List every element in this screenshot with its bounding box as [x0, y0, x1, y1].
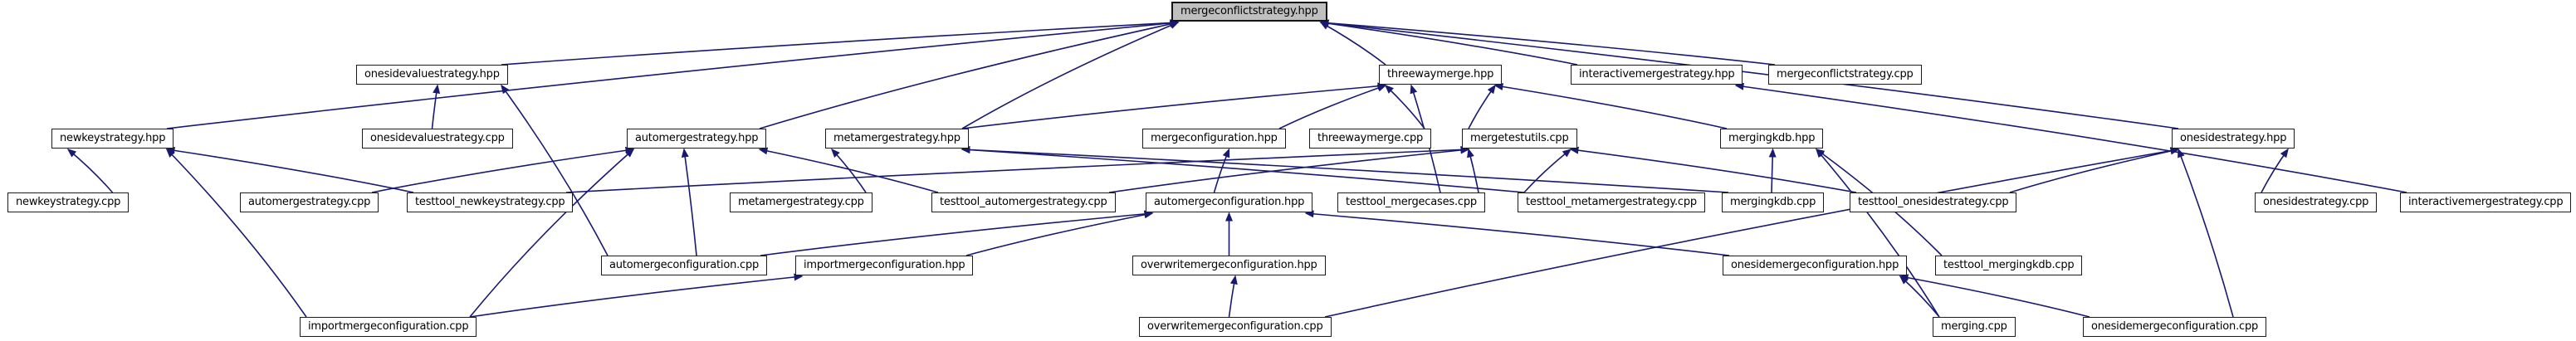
edge-threewaymerge_cpp-to-threewaymerge_hpp: [1384, 84, 1425, 129]
graph-node-merging_cpp[interactable]: merging.cpp: [1933, 317, 2016, 337]
graph-node-interactivemergestrategy_hpp[interactable]: interactivemergestrategy.hpp: [1571, 65, 1743, 85]
graph-node-overwritemergeconfiguration_hpp[interactable]: overwritemergeconfiguration.hpp: [1132, 256, 1326, 275]
graph-node-onesidemergeconfiguration_cpp[interactable]: onesidemergeconfiguration.cpp: [2083, 317, 2267, 337]
edge-onesidemergeconfiguration_hpp-to-automergeconfiguration_hpp: [1304, 210, 1730, 256]
edge-testtool_onesidestrategy_cpp-to-mergetestutils_cpp: [1569, 146, 1857, 193]
edge-overwritemergeconfiguration_cpp-to-onesidestrategy_hpp: [1324, 147, 2180, 318]
graph-node-automergestrategy_cpp[interactable]: automergestrategy.cpp: [240, 192, 379, 212]
edge-newkeystrategy_hpp-to-mergeconflictstrategy_hpp: [166, 19, 1180, 129]
graph-node-onesidemergeconfiguration_hpp[interactable]: onesidemergeconfiguration.hpp: [1723, 256, 1908, 275]
graph-node-onesidestrategy_hpp[interactable]: onesidestrategy.hpp: [2172, 129, 2295, 149]
graph-node-testtool_mergingkdb_cpp[interactable]: testtool_mergingkdb.cpp: [1935, 256, 2083, 275]
edge-mergeconflictstrategy_cpp-to-mergeconflictstrategy_hpp: [1319, 19, 1776, 66]
edge-onesidevaluestrategy_cpp-to-onesidevaluestrategy_hpp: [431, 84, 441, 129]
edge-mergingkdb_cpp-to-metamergestrategy_hpp: [961, 145, 1729, 193]
graph-node-automergeconfiguration_hpp[interactable]: automergeconfiguration.hpp: [1146, 192, 1313, 212]
edge-automergeconfiguration_hpp-to-mergeconfiguration_hpp: [1213, 148, 1230, 193]
edge-newkeystrategy_cpp-to-newkeystrategy_hpp: [66, 149, 114, 193]
edge-importmergeconfiguration_hpp-to-automergeconfiguration_hpp: [965, 211, 1154, 256]
graph-node-importmergeconfiguration_cpp[interactable]: importmergeconfiguration.cpp: [300, 317, 477, 337]
edge-merging_cpp-to-onesidemergeconfiguration_hpp: [1899, 275, 1940, 318]
edge-testtool_automergestrategy_cpp-to-automergestrategy_hpp: [758, 147, 939, 193]
graph-node-interactivemergestrategy_cpp[interactable]: interactivemergestrategy.cpp: [2400, 192, 2572, 212]
edge-overwritemergeconfiguration_cpp-to-overwritemergeconfiguration_hpp: [1228, 275, 1238, 318]
graph-node-onesidevaluestrategy_cpp[interactable]: onesidevaluestrategy.cpp: [362, 129, 513, 149]
graph-node-mergingkdb_cpp[interactable]: mergingkdb.cpp: [1722, 192, 1825, 212]
edge-onesidevaluestrategy_hpp-to-mergeconflictstrategy_hpp: [501, 19, 1180, 66]
edge-onesidemergeconfiguration_cpp-to-onesidemergeconfiguration_hpp: [1899, 274, 2090, 318]
graph-node-newkeystrategy_cpp[interactable]: newkeystrategy.cpp: [7, 192, 130, 212]
edge-testtool_newkeystrategy_cpp-to-mergetestutils_cpp: [565, 145, 1470, 193]
edge-metamergestrategy_cpp-to-metamergestrategy_hpp: [830, 148, 867, 193]
graph-node-automergeconfiguration_cpp[interactable]: automergeconfiguration.cpp: [601, 256, 768, 275]
edge-testtool_automergestrategy_cpp-to-mergetestutils_cpp: [1108, 146, 1470, 193]
edge-interactivemergestrategy_cpp-to-interactivemergestrategy_hpp: [1734, 82, 2407, 193]
edge-mergetestutils_cpp-to-threewaymerge_hpp: [1468, 84, 1496, 129]
graph-node-testtool_newkeystrategy_cpp[interactable]: testtool_newkeystrategy.cpp: [407, 192, 574, 212]
graph-node-testtool_automergestrategy_cpp[interactable]: testtool_automergestrategy.cpp: [931, 192, 1116, 212]
graph-node-testtool_mergecases_cpp[interactable]: testtool_mergecases.cpp: [1337, 192, 1485, 212]
graph-node-metamergestrategy_hpp[interactable]: metamergestrategy.hpp: [825, 129, 969, 149]
graph-node-threewaymerge_cpp[interactable]: threewaymerge.cpp: [1309, 129, 1432, 149]
graph-node-newkeystrategy_hpp[interactable]: newkeystrategy.hpp: [51, 129, 174, 149]
edge-mergingkdb_hpp-to-threewaymerge_hpp: [1493, 83, 1728, 129]
edge-importmergeconfiguration_cpp-to-automergestrategy_hpp: [469, 149, 635, 318]
graph-node-mergeconfiguration_hpp[interactable]: mergeconfiguration.hpp: [1142, 129, 1286, 149]
graph-node-onesidestrategy_cpp[interactable]: onesidestrategy.cpp: [2255, 192, 2378, 212]
graph-node-mergeconflictstrategy_cpp[interactable]: mergeconflictstrategy.cpp: [1768, 65, 1922, 85]
edge-onesidestrategy_cpp-to-onesidestrategy_hpp: [2261, 148, 2289, 193]
edge-automergeconfiguration_cpp-to-automergestrategy_hpp: [681, 148, 697, 256]
edge-interactivemergestrategy_hpp-to-mergeconflictstrategy_hpp: [1319, 19, 1578, 66]
edge-metamergestrategy_hpp-to-threewaymerge_hpp: [961, 82, 1387, 129]
graph-node-onesidevaluestrategy_hpp[interactable]: onesidevaluestrategy.hpp: [356, 65, 508, 85]
edge-mergingkdb_cpp-to-mergingkdb_hpp: [1768, 148, 1777, 193]
edge-testtool_metamergestrategy_cpp-to-mergetestutils_cpp: [1523, 149, 1572, 193]
edge-importmergeconfiguration_cpp-to-importmergeconfiguration_hpp: [469, 273, 804, 318]
edge-merging_cpp-to-mergingkdb_hpp: [1816, 148, 1940, 318]
edge-testtool_metamergestrategy_cpp-to-metamergestrategy_hpp: [961, 146, 1525, 193]
graph-node-automergestrategy_hpp[interactable]: automergestrategy.hpp: [627, 129, 767, 149]
graph-node-threewaymerge_hpp[interactable]: threewaymerge.hpp: [1379, 65, 1503, 85]
edge-testtool_onesidestrategy_cpp-to-onesidestrategy_hpp: [2009, 147, 2180, 193]
edge-automergeconfiguration_cpp-to-onesidevaluestrategy_hpp: [501, 84, 609, 256]
graph-node-testtool_metamergestrategy_cpp[interactable]: testtool_metamergestrategy.cpp: [1518, 192, 1705, 212]
graph-node-mergetestutils_cpp[interactable]: mergetestutils.cpp: [1462, 129, 1577, 149]
graph-node-testtool_onesidestrategy_cpp[interactable]: testtool_onesidestrategy.cpp: [1850, 192, 2017, 212]
edge-testtool_newkeystrategy_cpp-to-newkeystrategy_hpp: [165, 146, 414, 193]
graph-node-mergeconflictstrategy_hpp[interactable]: mergeconflictstrategy.hpp: [1171, 2, 1327, 22]
edge-automergestrategy_hpp-to-mergeconflictstrategy_hpp: [759, 20, 1180, 129]
edge-testtool_mergecases_cpp-to-mergetestutils_cpp: [1467, 148, 1479, 193]
edge-automergestrategy_cpp-to-automergestrategy_hpp: [371, 146, 635, 193]
edge-importmergeconfiguration_cpp-to-newkeystrategy_hpp: [165, 148, 307, 318]
graph-node-importmergeconfiguration_hpp[interactable]: importmergeconfiguration.hpp: [795, 256, 974, 275]
edge-onesidemergeconfiguration_cpp-to-onesidestrategy_hpp: [2178, 148, 2234, 318]
graph-node-mergingkdb_hpp[interactable]: mergingkdb.hpp: [1720, 129, 1824, 149]
edge-automergeconfiguration_cpp-to-automergeconfiguration_hpp: [760, 210, 1154, 256]
graph-node-metamergestrategy_cpp[interactable]: metamergestrategy.cpp: [730, 192, 873, 212]
edge-mergeconfiguration_hpp-to-threewaymerge_hpp: [1278, 84, 1387, 129]
graph-node-overwritemergeconfiguration_cpp[interactable]: overwritemergeconfiguration.cpp: [1139, 317, 1332, 337]
edge-metamergestrategy_hpp-to-mergeconflictstrategy_hpp: [961, 22, 1180, 129]
